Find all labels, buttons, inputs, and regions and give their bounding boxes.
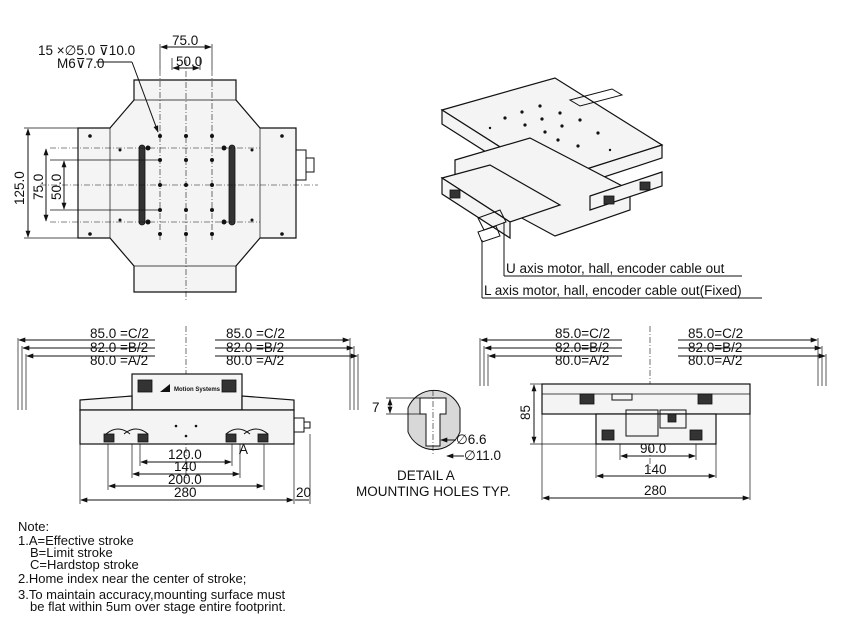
detail-a-subtitle: MOUNTING HOLES TYP. <box>356 484 511 499</box>
front-carriage-right-vent <box>221 379 237 393</box>
cable-l-label: L axis motor, hall, encoder cable out(Fi… <box>484 283 742 298</box>
front-view: 85.0 =C/2 82.0 =B/2 80.0 =A/2 85.0 =C/2 … <box>17 326 359 504</box>
iso-vent-1 <box>603 195 615 205</box>
side-stroke-a-right: 80.0=A/2 <box>688 353 742 368</box>
counterbore-hole <box>419 397 447 447</box>
side-stroke-b-right: 82.0=B/2 <box>688 340 742 355</box>
isometric-view: U axis motor, hall, encoder cable out L … <box>440 77 762 299</box>
dim-280-side: 280 <box>644 483 667 498</box>
side-stroke-b-left: 82.0=B/2 <box>555 340 609 355</box>
notes: Note: 1.A=Effective stroke B=Limit strok… <box>18 519 286 614</box>
front-mounting-holes-right <box>225 428 269 443</box>
dim-85-height: 85 <box>518 405 533 420</box>
dim-50-left: 50.0 <box>49 174 64 200</box>
notes-title: Note: <box>18 519 49 534</box>
front-stroke-b-right: 82.0 =B/2 <box>226 340 284 355</box>
dim-200: 200.0 <box>168 472 202 487</box>
dim-hole-6-6: ∅6.6 <box>456 432 487 447</box>
side-connector-box <box>659 409 687 429</box>
detail-a-title: DETAIL A <box>397 468 455 483</box>
dim-140-side: 140 <box>644 462 667 477</box>
iso-vent-3 <box>449 189 461 199</box>
dim-90: 90.0 <box>640 441 666 456</box>
dim-280-front: 280 <box>174 485 197 500</box>
side-view: 85.0=C/2 82.0=B/2 80.0=A/2 85.0=C/2 82.0… <box>479 326 827 501</box>
front-carriage-left-vent <box>137 379 153 393</box>
thread-spec-label: M6⊽7.0 <box>57 56 104 71</box>
note-line-6: be flat within 5um over stage entire foo… <box>30 599 286 614</box>
hole-spec-label: 15 ×∅5.0 ⊽10.0 <box>38 43 135 58</box>
logo-text: Motion Systems <box>174 387 221 393</box>
side-connector-plug <box>305 157 315 173</box>
detail-a-marker: A <box>239 442 248 457</box>
dim-75-left: 75.0 <box>31 174 46 200</box>
logo-icon <box>160 384 170 392</box>
dim-50-top: 50.0 <box>176 54 202 69</box>
front-stroke-a-right: 80.0 =A/2 <box>226 353 284 368</box>
dim-20: 20 <box>296 485 311 500</box>
detail-a: 7 ∅6.6 ∅11.0 DETAIL A MOUNTING HOLES TYP… <box>356 389 511 499</box>
dim-75-top: 75.0 <box>172 33 198 48</box>
iso-vent-2 <box>639 181 651 191</box>
front-stroke-c-left: 85.0 =C/2 <box>90 326 149 341</box>
note-line-1: 1.A=Effective stroke <box>18 533 134 548</box>
top-view: 15 ×∅5.0 ⊽10.0 M6⊽7.0 75.0 50.0 125.0 75… <box>12 33 318 300</box>
dim-depth-7: 7 <box>372 400 380 415</box>
iso-cable-connector-u <box>477 209 507 231</box>
mounting-hole-grid <box>88 134 284 236</box>
front-stroke-b-left: 82.0 =B/2 <box>90 340 148 355</box>
side-connector <box>295 149 307 181</box>
side-stroke-a-left: 80.0=A/2 <box>555 353 609 368</box>
note-line-3: C=Hardstop stroke <box>30 557 139 572</box>
side-stroke-c-left: 85.0=C/2 <box>555 326 610 341</box>
note-line-5: 3.To maintain accuracy,mounting surface … <box>18 587 285 602</box>
side-top-carriage <box>541 383 751 415</box>
dim-120: 120.0 <box>168 447 202 462</box>
note-line-4: 2.Home index near the center of stroke; <box>18 571 246 586</box>
front-stroke-c-right: 85.0 =C/2 <box>226 326 285 341</box>
iso-top-slot <box>568 88 624 107</box>
front-mounting-holes-left <box>103 428 149 443</box>
dim-125-left: 125.0 <box>12 171 27 205</box>
dim-cbore-11: ∅11.0 <box>464 448 501 463</box>
note-line-2: B=Limit stroke <box>30 545 113 560</box>
side-stroke-c-right: 85.0=C/2 <box>688 326 743 341</box>
cable-u-label: U axis motor, hall, encoder cable out <box>506 261 725 276</box>
dim-140-front: 140 <box>174 459 197 474</box>
front-stroke-a-left: 80.0 =A/2 <box>90 353 148 368</box>
iso-cable-connector-l <box>477 225 501 243</box>
front-side-connector <box>293 417 305 433</box>
